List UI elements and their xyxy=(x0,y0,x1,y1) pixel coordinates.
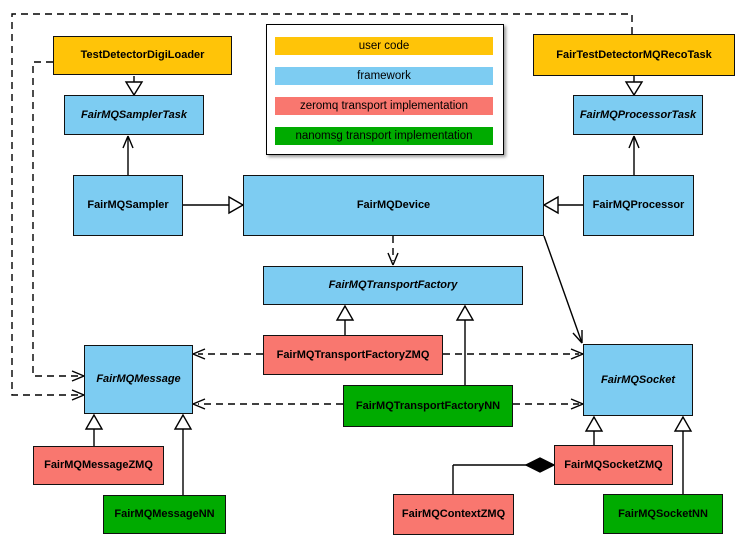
generalization-edges xyxy=(84,76,693,495)
class-box-fairmqsampler: FairMQSampler xyxy=(73,175,183,236)
class-box-fairmqtransportfactorynn: FairMQTransportFactoryNN xyxy=(343,385,513,427)
class-box-fairmqsocketnn: FairMQSocketNN xyxy=(603,494,723,534)
class-box-fairmqprocessortask: FairMQProcessorTask xyxy=(573,95,703,135)
legend-item-framework: framework xyxy=(275,67,493,85)
open-arrowhead xyxy=(122,135,134,149)
open-arrowhead xyxy=(192,398,206,410)
association-edges xyxy=(122,135,640,344)
hollow-triangle xyxy=(455,304,475,321)
hollow-triangle xyxy=(673,415,693,432)
hollow-triangle xyxy=(228,195,245,215)
legend-item-nanomsg: nanomsg transport implementation xyxy=(275,127,493,145)
class-box-fairtestdetectormqrecotask: FairTestDetectorMQRecoTask xyxy=(533,34,735,76)
class-box-fairmqtransportfactory: FairMQTransportFactory xyxy=(263,266,523,305)
class-box-fairmqmessagezmq: FairMQMessageZMQ xyxy=(33,446,164,485)
class-box-fairmqcontextzmq: FairMQContextZMQ xyxy=(393,494,514,535)
dependency-edges xyxy=(11,13,633,410)
class-box-fairmqsocketzmq: FairMQSocketZMQ xyxy=(554,445,673,485)
class-box-fairmqmessage: FairMQMessage xyxy=(84,345,193,414)
open-arrowhead xyxy=(570,348,584,360)
class-box-fairmqdevice: FairMQDevice xyxy=(243,175,544,236)
hollow-triangle xyxy=(584,415,604,432)
legend-item-zeromq: zeromq transport implementation xyxy=(275,97,493,115)
class-box-fairmqprocessor: FairMQProcessor xyxy=(583,175,694,236)
composition-edge xyxy=(452,457,556,494)
open-arrowhead xyxy=(572,330,583,344)
hollow-triangle xyxy=(84,413,104,430)
class-box-fairmqtransportfactoryzmq: FairMQTransportFactoryZMQ xyxy=(263,335,443,375)
hollow-triangle xyxy=(542,195,559,215)
hollow-triangle xyxy=(124,81,144,97)
hollow-triangle xyxy=(335,304,355,321)
class-box-fairmqsocket: FairMQSocket xyxy=(583,344,693,416)
legend: user code framework zeromq transport imp… xyxy=(266,24,504,155)
open-arrowhead xyxy=(570,398,584,410)
class-box-fairmqmessagenn: FairMQMessageNN xyxy=(103,495,226,534)
filled-diamond xyxy=(524,457,556,473)
class-box-testdetectordigiloader: TestDetectorDigiLoader xyxy=(53,36,232,75)
open-arrowhead xyxy=(71,389,85,401)
hollow-triangle xyxy=(173,413,193,430)
class-box-fairmqsamplertask: FairMQSamplerTask xyxy=(64,95,204,135)
open-arrowhead xyxy=(71,370,85,382)
open-arrowhead xyxy=(628,135,640,149)
hollow-triangle xyxy=(624,81,644,97)
legend-item-user-code: user code xyxy=(275,37,493,55)
open-arrowhead xyxy=(387,252,399,266)
open-arrowhead xyxy=(192,348,206,360)
